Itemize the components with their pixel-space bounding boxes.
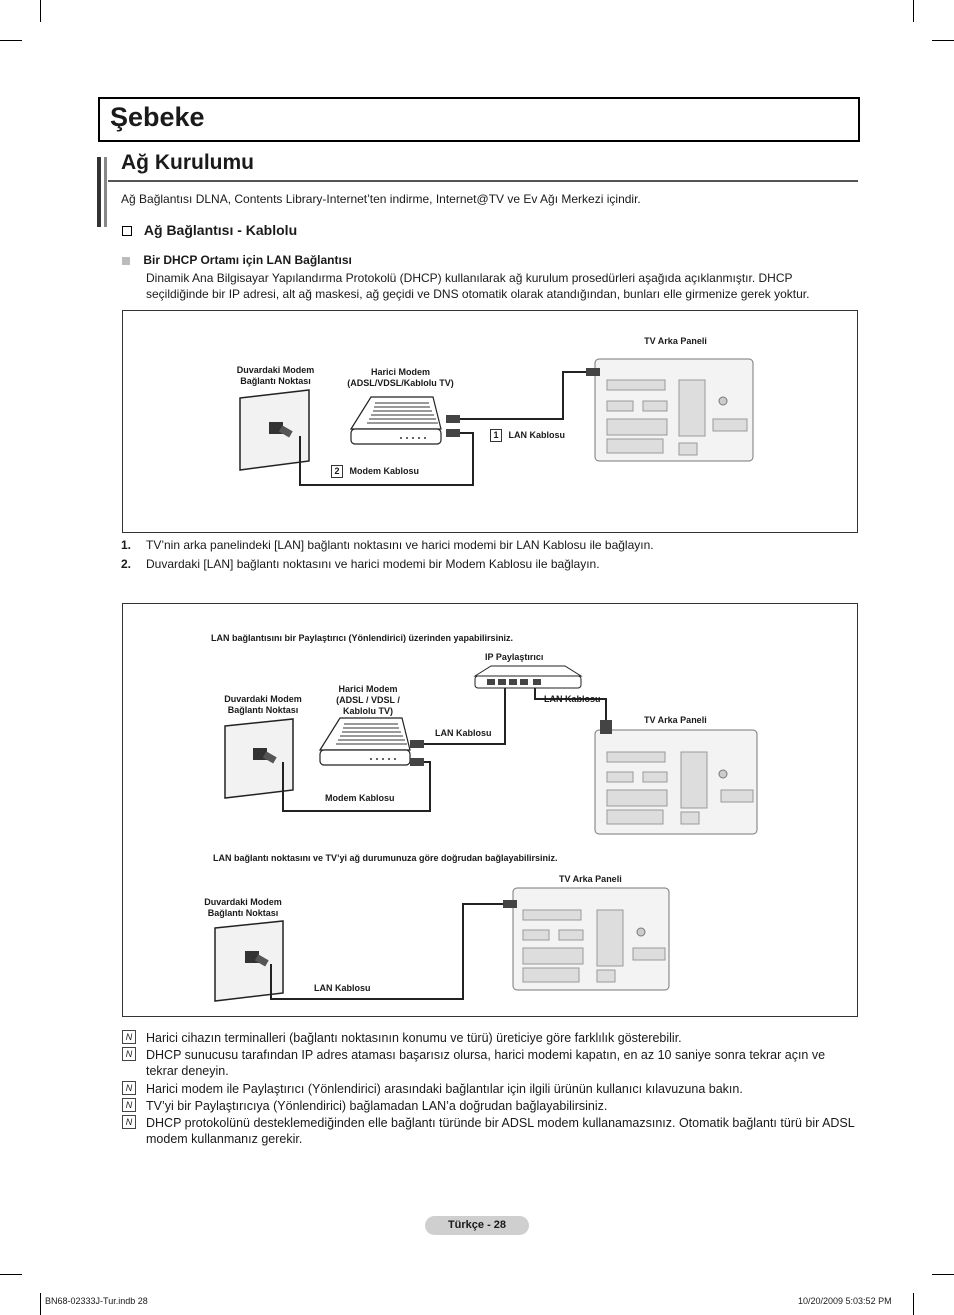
note-5: N DHCP protokolünü desteklemediğinden ell… — [122, 1115, 857, 1147]
dhcp-heading-row: Bir DHCP Ortamı için LAN Bağlantısı — [122, 253, 352, 267]
note-icon: N — [122, 1047, 136, 1061]
note-3-text: Harici modem ile Paylaştırıcı (Yönlendir… — [146, 1082, 743, 1096]
dhcp-text-1: Dinamik Ana Bilgisayar Yapılandırma Prot… — [146, 271, 793, 285]
diagram2-illustration — [214, 665, 758, 1002]
lan-cable-label-a: LAN Kablosu — [544, 694, 601, 704]
note-5-text: DHCP protokolünü desteklemediğinden elle… — [146, 1116, 855, 1146]
diagram-modem-connection: Duvardaki Modem Bağlantı Noktası Harici … — [122, 310, 858, 533]
note-icon: N — [122, 1115, 136, 1129]
lan-cable-label: 1 LAN Kablosu — [490, 429, 565, 442]
step-1: 1. TV’nin arka panelindeki [LAN] bağlantı… — [121, 538, 654, 552]
note-4-text: TV’yi bir Paylaştırıcıya (Yönlendirici) … — [146, 1099, 608, 1113]
note-2: N DHCP sunucusu tarafından IP adres atama… — [122, 1047, 857, 1079]
modem-cable-number: 2 — [331, 465, 343, 478]
wall-port-label-2: Duvardaki Modem Bağlantı Noktası — [208, 694, 318, 716]
crop-mark — [40, 1293, 41, 1315]
modem-cable-label-2: Modem Kablosu — [325, 793, 395, 803]
subsection-title: Ağ Bağlantısı - Kablolu — [143, 222, 298, 238]
step-1-text: TV’nin arka panelindeki [LAN] bağlantı n… — [146, 538, 654, 552]
section-bar — [104, 157, 107, 227]
note-4: N TV’yi bir Paylaştırıcıya (Yönlendirici)… — [122, 1098, 857, 1114]
tv-panel-label-2: TV Arka Paneli — [644, 715, 707, 725]
modem-label-line2: (ADSL/VDSL/Kablolu TV) — [347, 378, 454, 388]
crop-mark — [40, 0, 41, 22]
crop-mark — [0, 40, 22, 41]
tv-panel-label-3: TV Arka Paneli — [559, 874, 622, 884]
intro-text: Ağ Bağlantısı DLNA, Contents Library-Int… — [121, 192, 641, 206]
crop-mark — [913, 1293, 914, 1315]
tv-panel-label: TV Arka Paneli — [644, 336, 707, 346]
ip-sharer-label: IP Paylaştırıcı — [485, 652, 544, 662]
router-note: LAN bağlantısını bir Paylaştırıcı (Yönle… — [211, 633, 514, 643]
crop-mark — [932, 1274, 954, 1275]
modem-label-2-line2: (ADSL / VDSL / — [336, 695, 400, 705]
dhcp-heading: Bir DHCP Ortamı için LAN Bağlantısı — [143, 253, 352, 267]
wall-port-label-3: Duvardaki Modem Bağlantı Noktası — [188, 897, 298, 919]
page-title-box: Şebeke — [98, 97, 860, 142]
note-2-text: DHCP sunucusu tarafından IP adres atamas… — [146, 1048, 826, 1078]
subsection-heading: Ağ Bağlantısı - Kablolu — [122, 222, 297, 238]
note-icon: N — [122, 1081, 136, 1095]
modem-label-2: Harici Modem (ADSL / VDSL / Kablolu TV) — [323, 684, 413, 717]
diagram-router-connection: LAN bağlantısını bir Paylaştırıcı (Yönle… — [122, 603, 858, 1017]
page-number: Türkçe - 28 — [425, 1216, 529, 1235]
wall-port-label-2-line2: Bağlantı Noktası — [227, 705, 299, 715]
modem-label: Harici Modem (ADSL/VDSL/Kablolu TV) — [328, 367, 473, 389]
section-bar — [97, 157, 101, 227]
step-2-number: 2. — [121, 557, 132, 571]
page-title: Şebeke — [110, 102, 205, 132]
step-2: 2. Duvardaki [LAN] bağlantı noktasını ve … — [121, 557, 600, 571]
modem-label-line1: Harici Modem — [370, 367, 430, 377]
lan-cable-number: 1 — [490, 429, 502, 442]
checkbox-icon — [122, 226, 132, 237]
print-slug-right: 10/20/2009 5:03:52 PM — [798, 1296, 892, 1306]
crop-mark — [913, 0, 914, 22]
wall-port-label-3-line1: Duvardaki Modem — [204, 897, 282, 907]
section-title: Ağ Kurulumu — [121, 151, 254, 174]
dhcp-text-2: seçildiğinde bir IP adresi, alt ağ maske… — [146, 287, 810, 301]
section-rule — [108, 180, 858, 182]
bullet-square-icon — [122, 256, 130, 265]
wall-port-label-2-line1: Duvardaki Modem — [224, 694, 302, 704]
wall-port-label-line1: Duvardaki Modem — [236, 365, 315, 375]
modem-label-2-line3: Kablolu TV) — [343, 706, 393, 716]
lan-cable-label-b: LAN Kablosu — [435, 728, 492, 738]
wall-port-label: Duvardaki Modem Bağlantı Noktası — [213, 365, 338, 387]
print-slug-left: BN68-02333J-Tur.indb 28 — [45, 1296, 148, 1306]
step-1-number: 1. — [121, 538, 132, 552]
note-icon: N — [122, 1098, 136, 1112]
wall-port-label-3-line2: Bağlantı Noktası — [207, 908, 279, 918]
note-icon: N — [122, 1030, 136, 1044]
note-1: N Harici cihazın terminalleri (bağlantı n… — [122, 1030, 857, 1046]
lan-cable-text: LAN Kablosu — [508, 430, 566, 440]
crop-mark — [0, 1274, 22, 1275]
crop-mark — [932, 40, 954, 41]
modem-cable-text: Modem Kablosu — [349, 466, 420, 476]
lan-cable-label-c: LAN Kablosu — [314, 983, 371, 993]
direct-note: LAN bağlantı noktasını ve TV’yi ağ durum… — [213, 853, 558, 863]
modem-label-2-line1: Harici Modem — [338, 684, 398, 694]
note-3: N Harici modem ile Paylaştırıcı (Yönlendi… — [122, 1081, 857, 1097]
step-2-text: Duvardaki [LAN] bağlantı noktasını ve ha… — [146, 557, 600, 571]
modem-cable-label: 2 Modem Kablosu — [331, 465, 419, 478]
wall-port-label-line2: Bağlantı Noktası — [240, 376, 311, 386]
diagram1-illustration — [239, 358, 754, 486]
note-1-text: Harici cihazın terminalleri (bağlantı no… — [146, 1031, 682, 1045]
